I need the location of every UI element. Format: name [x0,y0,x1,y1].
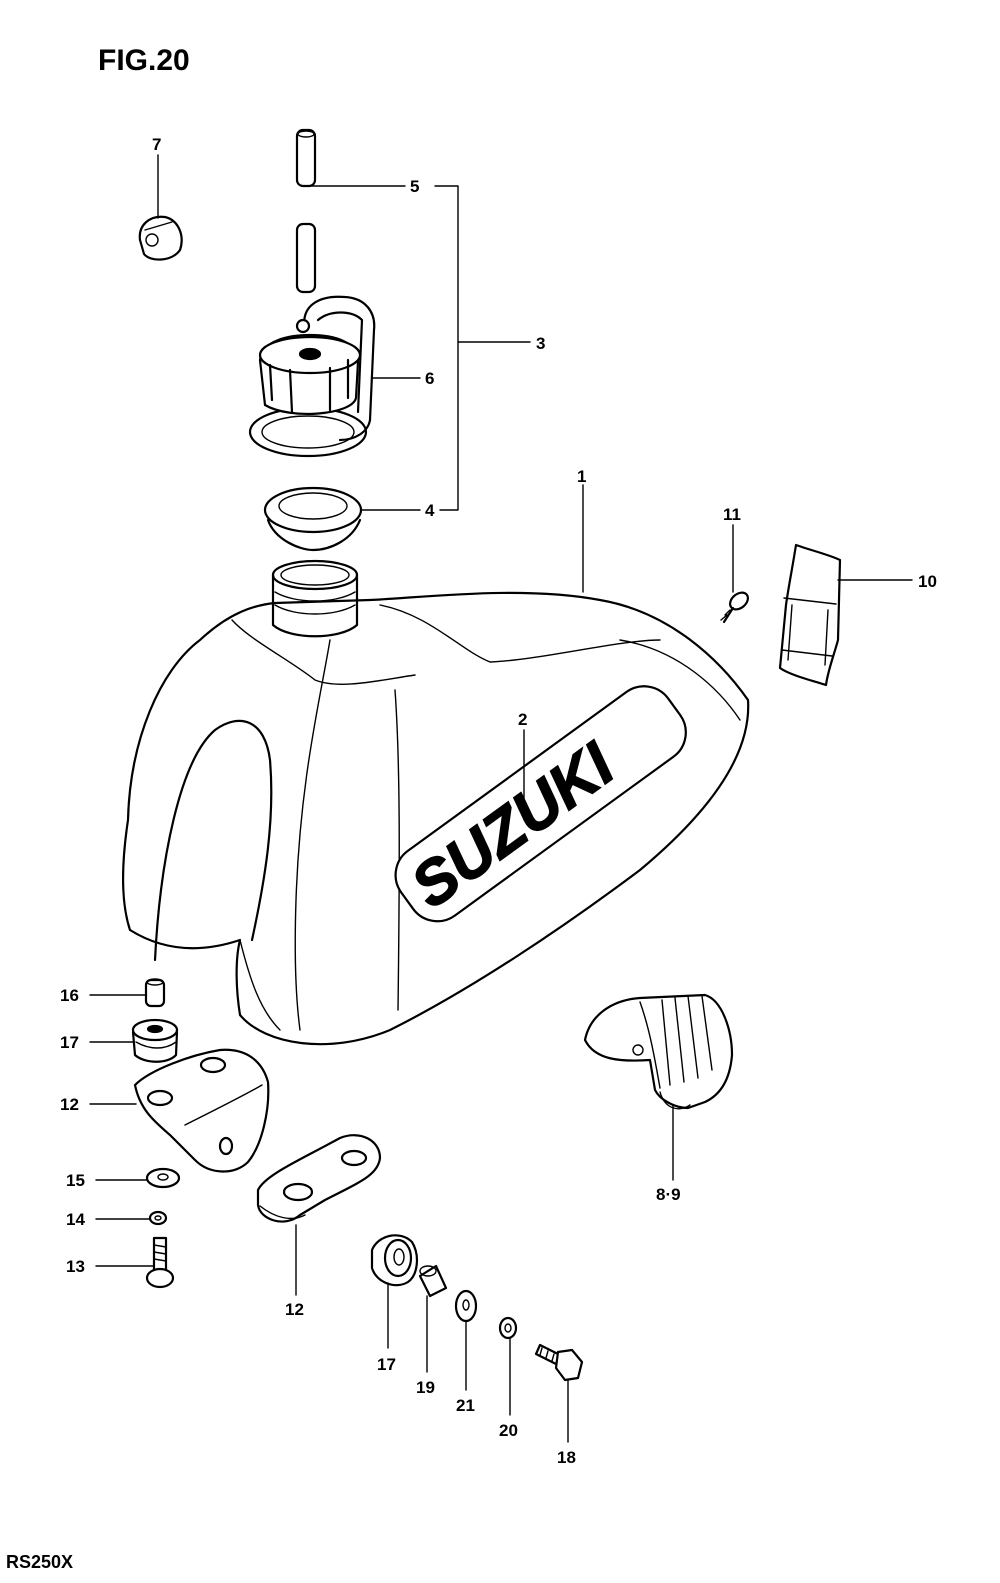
tank-holder [778,543,842,687]
callout-12-upper: 12 [60,1095,79,1114]
callout-3: 3 [536,334,545,353]
collar-19 [418,1264,448,1298]
tank-cushion [583,993,734,1110]
callout-20: 20 [499,1421,518,1440]
callout-15: 15 [66,1171,85,1190]
callout-2: 2 [518,710,527,729]
figure-title: FIG.20 [98,44,190,77]
callout-14: 14 [66,1210,85,1229]
callout-7: 7 [152,135,161,154]
callout-17-lower: 17 [377,1355,396,1374]
callout-4: 4 [425,501,435,520]
callout-6: 6 [425,369,434,388]
grommet-17-lower [370,1234,418,1287]
bracket-12-lower [256,1134,382,1223]
callout-8-9: 8·9 [656,1185,681,1204]
callout-labels: 1 2 3 4 5 6 7 8·9 10 11 12 12 13 14 15 1… [60,135,937,1467]
fuel-tank [121,559,750,1046]
callout-17-left: 17 [60,1033,79,1052]
fuel-cap [248,295,376,458]
callout-19: 19 [416,1378,435,1397]
callout-21: 21 [456,1396,475,1415]
washer-14 [148,1210,168,1226]
washer-20 [498,1316,518,1340]
callout-1: 1 [577,467,586,486]
washer-15 [145,1167,181,1189]
tank-emblem: SUZUKI [394,685,687,922]
leader-lines [89,154,913,1443]
cap-gasket [263,486,363,552]
tank-emblem-text: SUZUKI [399,729,628,922]
breather-pipe [295,128,317,294]
callout-5: 5 [410,177,419,196]
grommet-17-left [131,1018,179,1063]
cushion-16 [144,978,166,1008]
screw-11 [720,591,749,624]
bolt-18 [534,1343,584,1382]
bracket-12-upper [133,1048,270,1173]
model-code: RS250X [6,1552,73,1572]
callout-11: 11 [723,505,741,524]
callout-12-lower: 12 [285,1300,304,1319]
callout-10: 10 [918,572,937,591]
hose-clip [138,215,183,261]
callout-13: 13 [66,1257,85,1276]
washer-21 [454,1289,478,1323]
screw-13 [145,1236,175,1289]
callout-18: 18 [557,1448,576,1467]
callout-16: 16 [60,986,79,1005]
